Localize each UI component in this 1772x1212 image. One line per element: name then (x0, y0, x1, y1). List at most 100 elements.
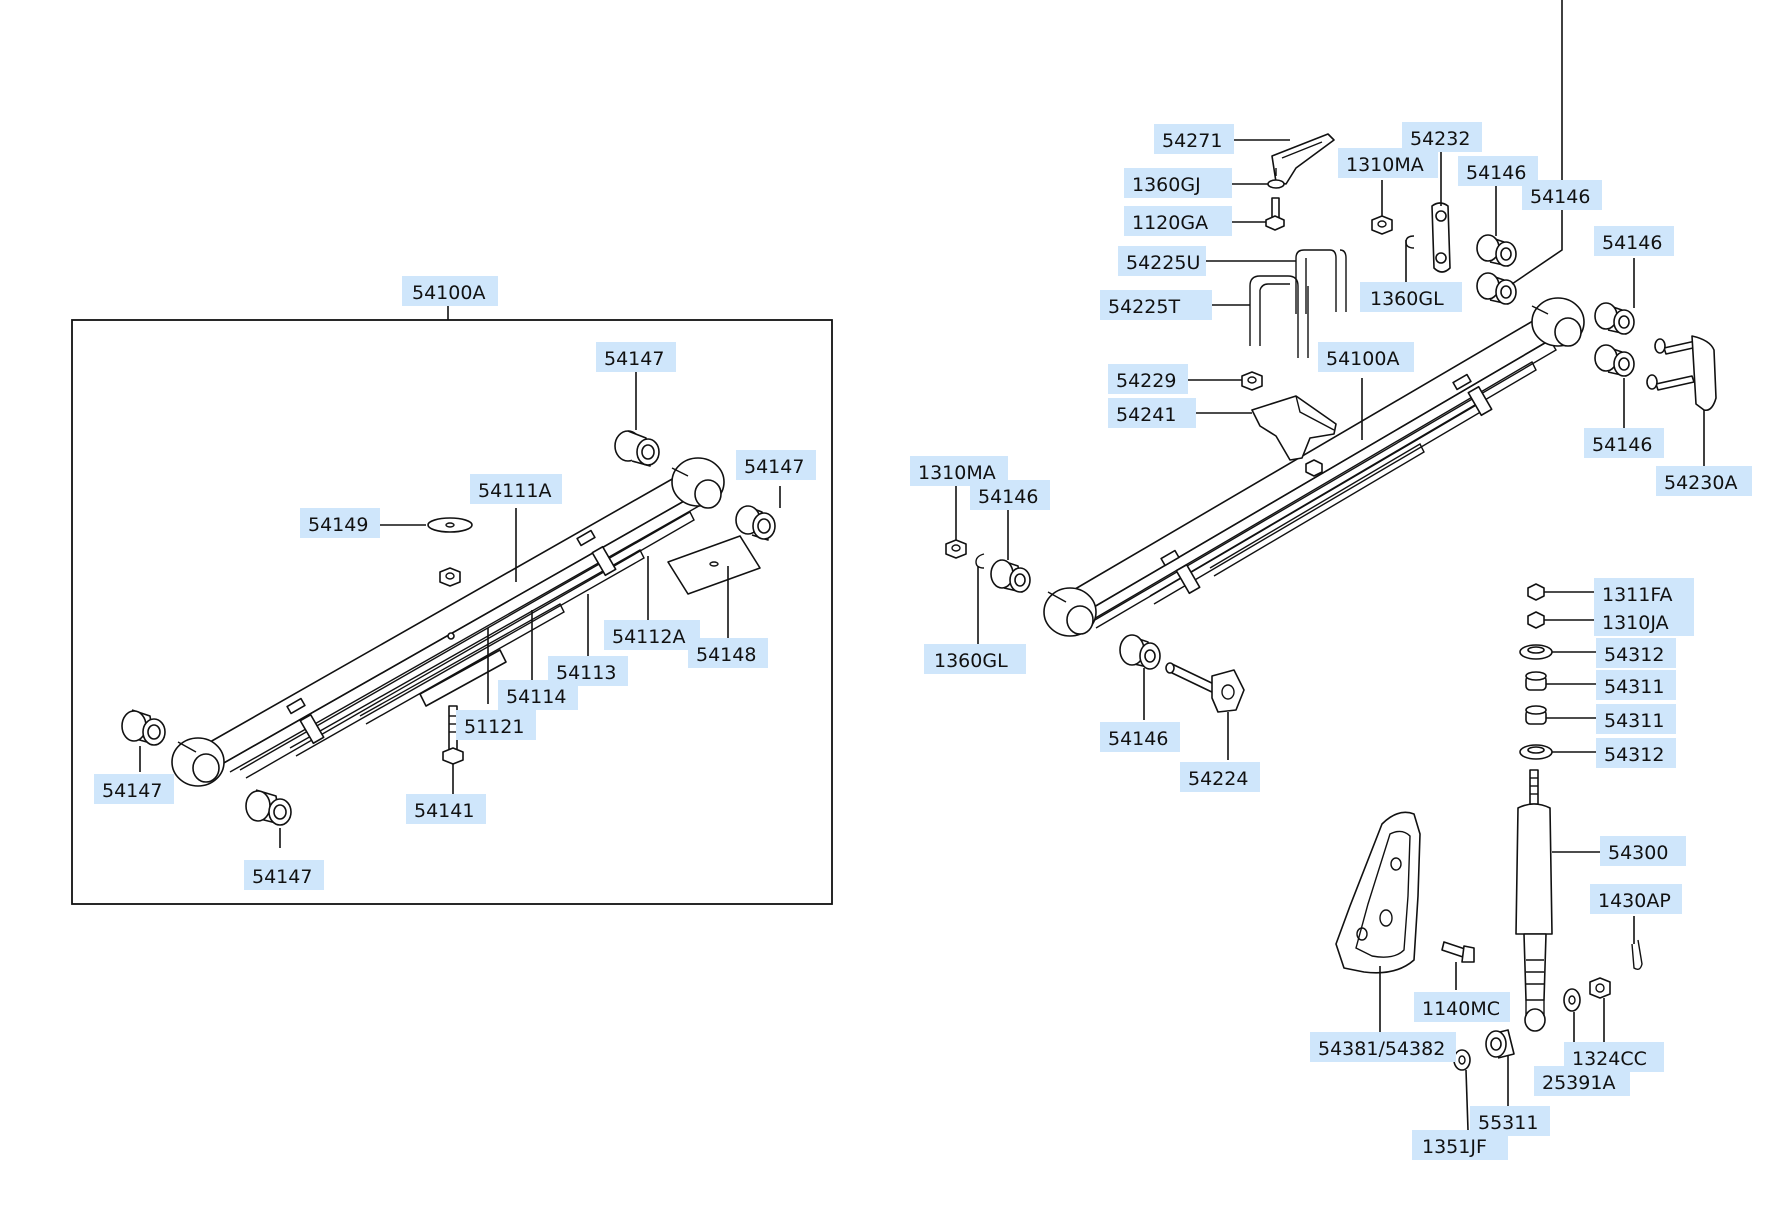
label-54312-a: 54312 (1596, 638, 1676, 668)
label-1120ga: 1120GA (1124, 206, 1232, 236)
bushing-54146-a (1476, 234, 1517, 267)
bolt-54224 (1165, 662, 1245, 713)
svg-text:54113: 54113 (556, 662, 616, 684)
label-inset-54149: 54149 (300, 508, 380, 538)
nut-54229 (1241, 371, 1263, 391)
label-1360gl-left: 1360GL (924, 644, 1026, 674)
bolt-1120ga (1265, 197, 1285, 231)
svg-text:54111A: 54111A (478, 480, 551, 502)
label-inset-54100a: 54100A (402, 276, 498, 306)
svg-text:54300: 54300 (1608, 842, 1668, 864)
svg-text:1360GJ: 1360GJ (1132, 174, 1201, 196)
svg-text:54232: 54232 (1410, 128, 1470, 150)
svg-text:54147: 54147 (744, 456, 804, 478)
svg-text:1360GL: 1360GL (934, 650, 1008, 672)
label-54100a: 54100A (1318, 342, 1414, 372)
bushing-54146-b (1476, 272, 1517, 305)
svg-text:25391A: 25391A (1542, 1072, 1615, 1094)
inset-pad-54148 (667, 535, 761, 595)
svg-text:54141: 54141 (414, 800, 474, 822)
label-inset-54147-top: 54147 (596, 342, 676, 372)
svg-text:54312: 54312 (1604, 644, 1664, 666)
label-54312-b: 54312 (1596, 738, 1676, 768)
inset-frame (71, 319, 833, 905)
svg-text:54230A: 54230A (1664, 472, 1737, 494)
label-54311-b: 54311 (1596, 704, 1676, 734)
svg-text:54146: 54146 (1530, 186, 1590, 208)
label-54381-54382: 54381/54382 (1310, 1032, 1456, 1062)
inset-bushing-bottom (245, 789, 292, 826)
inset-bushing-right (735, 505, 776, 541)
label-inset-54111a: 54111A (470, 474, 562, 504)
label-1310ma-top: 1310MA (1338, 148, 1438, 178)
shock-stack (1519, 583, 1553, 760)
label-54311-a: 54311 (1596, 670, 1676, 700)
inset-leaf-spring (171, 457, 725, 787)
washer-1360gj (1267, 179, 1285, 189)
inset-bushing-top (614, 430, 660, 467)
label-1140mc: 1140MC (1414, 992, 1510, 1022)
svg-text:54271: 54271 (1162, 130, 1222, 152)
svg-text:1120GA: 1120GA (1132, 212, 1208, 234)
label-1310ja: 1310JA (1594, 606, 1694, 636)
label-54146-b: 54146 (1522, 180, 1602, 210)
label-inset-54112a: 54112A (604, 620, 700, 650)
shackle-plate-54232 (1431, 202, 1451, 273)
label-inset-51121: 51121 (456, 710, 536, 740)
inset-nut (439, 567, 461, 587)
svg-text:1310JA: 1310JA (1602, 612, 1669, 634)
plate-54241 (1251, 395, 1337, 461)
svg-text:54146: 54146 (1108, 728, 1168, 750)
nut-1310ma-left (945, 539, 967, 559)
svg-text:54311: 54311 (1604, 676, 1664, 698)
label-54146-c: 54146 (1594, 226, 1674, 256)
svg-text:54146: 54146 (1602, 232, 1662, 254)
nut-1310ma-top (1371, 215, 1393, 235)
bushing-54146-c (1594, 302, 1635, 335)
label-inset-54147-right: 54147 (736, 450, 816, 480)
clip-1360gl-top (1405, 235, 1415, 249)
label-54300: 54300 (1600, 836, 1686, 866)
bolt-1140mc (1441, 941, 1475, 963)
svg-text:54149: 54149 (308, 514, 368, 536)
svg-text:55311: 55311 (1478, 1112, 1538, 1134)
label-54232: 54232 (1402, 122, 1482, 152)
label-54224: 54224 (1180, 762, 1260, 792)
svg-text:54146: 54146 (1466, 162, 1526, 184)
svg-text:1360GL: 1360GL (1370, 288, 1444, 310)
svg-text:54147: 54147 (102, 780, 162, 802)
svg-text:1310MA: 1310MA (918, 462, 996, 484)
label-54146-low: 54146 (1100, 722, 1180, 752)
shackle-54230a (1646, 335, 1717, 412)
label-1360gl-top: 1360GL (1360, 282, 1462, 312)
bracket-54271 (1271, 133, 1335, 185)
label-inset-54147-bottom: 54147 (244, 860, 324, 890)
shock-absorber-54300 (1515, 769, 1553, 1032)
label-1360gj: 1360GJ (1124, 168, 1232, 198)
label-1311fa: 1311FA (1594, 578, 1694, 608)
bracket-54381-54382 (1335, 811, 1421, 974)
svg-text:54381/54382: 54381/54382 (1318, 1038, 1445, 1060)
u-bolt-54225u (1295, 249, 1347, 314)
svg-text:54229: 54229 (1116, 370, 1176, 392)
inset-washer-54149 (427, 517, 473, 533)
label-54225t: 54225T (1100, 290, 1212, 320)
label-1351jf: 1351JF (1412, 1130, 1508, 1160)
label-54241: 54241 (1108, 398, 1196, 428)
label-54229: 54229 (1108, 364, 1188, 394)
svg-text:51121: 51121 (464, 716, 524, 738)
label-inset-54141: 54141 (406, 794, 486, 824)
inset-bushing-left (121, 709, 166, 746)
label-inset-54148: 54148 (688, 638, 768, 668)
svg-text:54147: 54147 (252, 866, 312, 888)
svg-text:1324CC: 1324CC (1572, 1048, 1647, 1070)
svg-text:54146: 54146 (1592, 434, 1652, 456)
svg-text:54225U: 54225U (1126, 252, 1200, 274)
pin-1430ap (1631, 939, 1643, 971)
svg-text:1430AP: 1430AP (1598, 890, 1671, 912)
label-inset-54147-left: 54147 (94, 774, 174, 804)
label-1430ap: 1430AP (1590, 884, 1682, 914)
bushing-54146-d (1594, 344, 1635, 377)
svg-text:54146: 54146 (978, 486, 1038, 508)
svg-text:54148: 54148 (696, 644, 756, 666)
